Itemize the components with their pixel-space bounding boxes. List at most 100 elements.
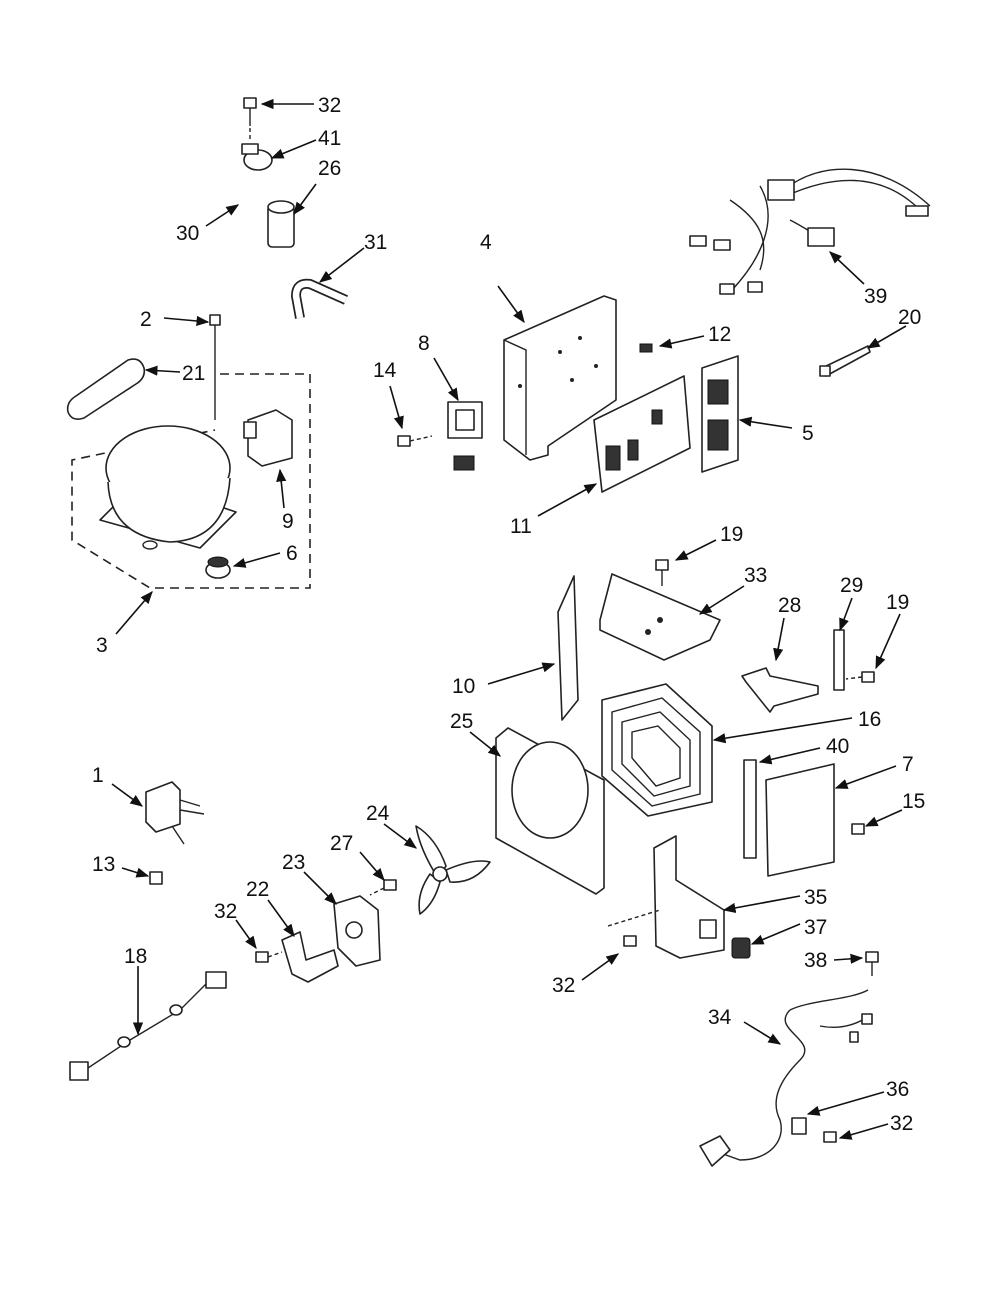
callout-40: 40 bbox=[826, 735, 849, 758]
cable-tie-part-20 bbox=[819, 345, 871, 377]
callout-19-top: 19 bbox=[720, 523, 743, 546]
callout-16: 16 bbox=[858, 708, 881, 731]
leader-10 bbox=[487, 662, 556, 685]
callout-24: 24 bbox=[366, 802, 390, 825]
leader-8 bbox=[433, 357, 459, 402]
start-device-part-1 bbox=[145, 781, 205, 845]
callout-14: 14 bbox=[373, 359, 397, 382]
screw-part-32-top bbox=[243, 97, 257, 140]
callout-6: 6 bbox=[286, 542, 298, 565]
leader-14 bbox=[389, 385, 404, 430]
power-cord-part-34 bbox=[699, 989, 873, 1167]
condenser-coil-part-16 bbox=[601, 683, 713, 817]
panel-part-7 bbox=[765, 763, 835, 877]
callout-31: 31 bbox=[364, 231, 387, 254]
leader-34 bbox=[743, 1021, 782, 1045]
insulation-part-26 bbox=[267, 200, 295, 248]
leader-9 bbox=[276, 468, 287, 509]
screw-part-32-left bbox=[255, 951, 283, 963]
bracket-part-28 bbox=[741, 667, 819, 713]
callout-34: 34 bbox=[708, 1006, 732, 1029]
callout-25: 25 bbox=[450, 710, 473, 733]
leader-1 bbox=[111, 783, 144, 807]
leader-32-bottom-right bbox=[838, 1123, 889, 1140]
screw-part-38 bbox=[865, 951, 879, 976]
callout-2: 2 bbox=[140, 308, 152, 331]
callout-29: 29 bbox=[840, 574, 863, 597]
callout-38: 38 bbox=[804, 949, 827, 972]
compressor bbox=[99, 425, 237, 550]
leader-35 bbox=[722, 895, 801, 913]
callout-41: 41 bbox=[318, 127, 341, 150]
callout-32-bottom-right: 32 bbox=[890, 1112, 913, 1135]
callout-7: 7 bbox=[902, 753, 914, 776]
bracket-part-35 bbox=[653, 835, 725, 959]
screw-part-32-center bbox=[607, 909, 661, 947]
leader-19a bbox=[674, 539, 717, 561]
leader-11 bbox=[537, 483, 598, 517]
leader-12 bbox=[658, 335, 705, 349]
leader-16 bbox=[712, 717, 853, 744]
callout-12: 12 bbox=[708, 323, 731, 346]
callout-30: 30 bbox=[176, 222, 199, 245]
leader-23 bbox=[303, 871, 337, 905]
callout-37: 37 bbox=[804, 916, 827, 939]
compressor-assembly-outline bbox=[71, 373, 311, 589]
strip-part-10 bbox=[557, 575, 579, 721]
leader-32-left bbox=[235, 919, 257, 950]
callout-36: 36 bbox=[886, 1078, 909, 1101]
callout-21: 21 bbox=[182, 362, 205, 385]
leader-7 bbox=[834, 765, 897, 789]
leader-30 bbox=[205, 204, 240, 227]
callout-1: 1 bbox=[92, 764, 104, 787]
leader-22 bbox=[267, 899, 295, 938]
fan-shroud-part-25 bbox=[495, 727, 605, 895]
callout-10: 10 bbox=[452, 675, 475, 698]
leader-5 bbox=[738, 416, 793, 429]
tube-part-31 bbox=[290, 278, 349, 319]
leader-32-center bbox=[581, 953, 620, 981]
grommet-part-6 bbox=[205, 556, 231, 579]
bracket-part-22 bbox=[281, 931, 339, 983]
clamp-part-36 bbox=[791, 1117, 807, 1135]
leader-24 bbox=[383, 823, 418, 849]
relay-part-9 bbox=[243, 409, 293, 467]
leader-36 bbox=[806, 1091, 885, 1116]
clip-part-37 bbox=[731, 937, 751, 959]
bracket-part-4 bbox=[503, 295, 617, 461]
callout-3: 3 bbox=[96, 634, 108, 657]
leader-21 bbox=[144, 365, 181, 376]
leader-4 bbox=[497, 285, 525, 324]
screw-part-2 bbox=[209, 314, 221, 420]
callout-8: 8 bbox=[418, 332, 430, 355]
clip-part-12 bbox=[639, 343, 653, 353]
leader-19b bbox=[875, 613, 901, 670]
callout-15: 15 bbox=[902, 790, 925, 813]
wire-harness-part-18 bbox=[69, 971, 227, 1081]
bracket-part-29 bbox=[833, 629, 845, 691]
leader-3 bbox=[115, 591, 153, 635]
leader-15 bbox=[864, 809, 903, 827]
callout-4: 4 bbox=[480, 231, 492, 254]
cover-part-33 bbox=[599, 573, 721, 661]
drier-part-21 bbox=[66, 358, 146, 420]
callout-labels: 32 41 26 30 31 2 21 9 6 3 4 8 14 12 5 11… bbox=[92, 94, 925, 1135]
callout-13: 13 bbox=[92, 853, 115, 876]
leader-13 bbox=[121, 867, 150, 878]
callout-32-top: 32 bbox=[318, 94, 341, 117]
leader-39 bbox=[829, 251, 865, 285]
screw-part-19-right bbox=[845, 671, 875, 683]
clamp-part-41 bbox=[241, 143, 273, 171]
leader-2 bbox=[163, 315, 210, 327]
callout-9: 9 bbox=[282, 510, 294, 533]
board-part-5 bbox=[701, 355, 739, 473]
callout-33: 33 bbox=[744, 564, 767, 587]
transformer-part-8 bbox=[447, 401, 483, 471]
leader-29 bbox=[839, 597, 853, 632]
callout-23: 23 bbox=[282, 851, 305, 874]
leader-37 bbox=[750, 923, 801, 945]
leader-26 bbox=[293, 183, 317, 216]
screw-part-32-bottom-right bbox=[823, 1131, 837, 1143]
leader-33 bbox=[698, 585, 745, 615]
